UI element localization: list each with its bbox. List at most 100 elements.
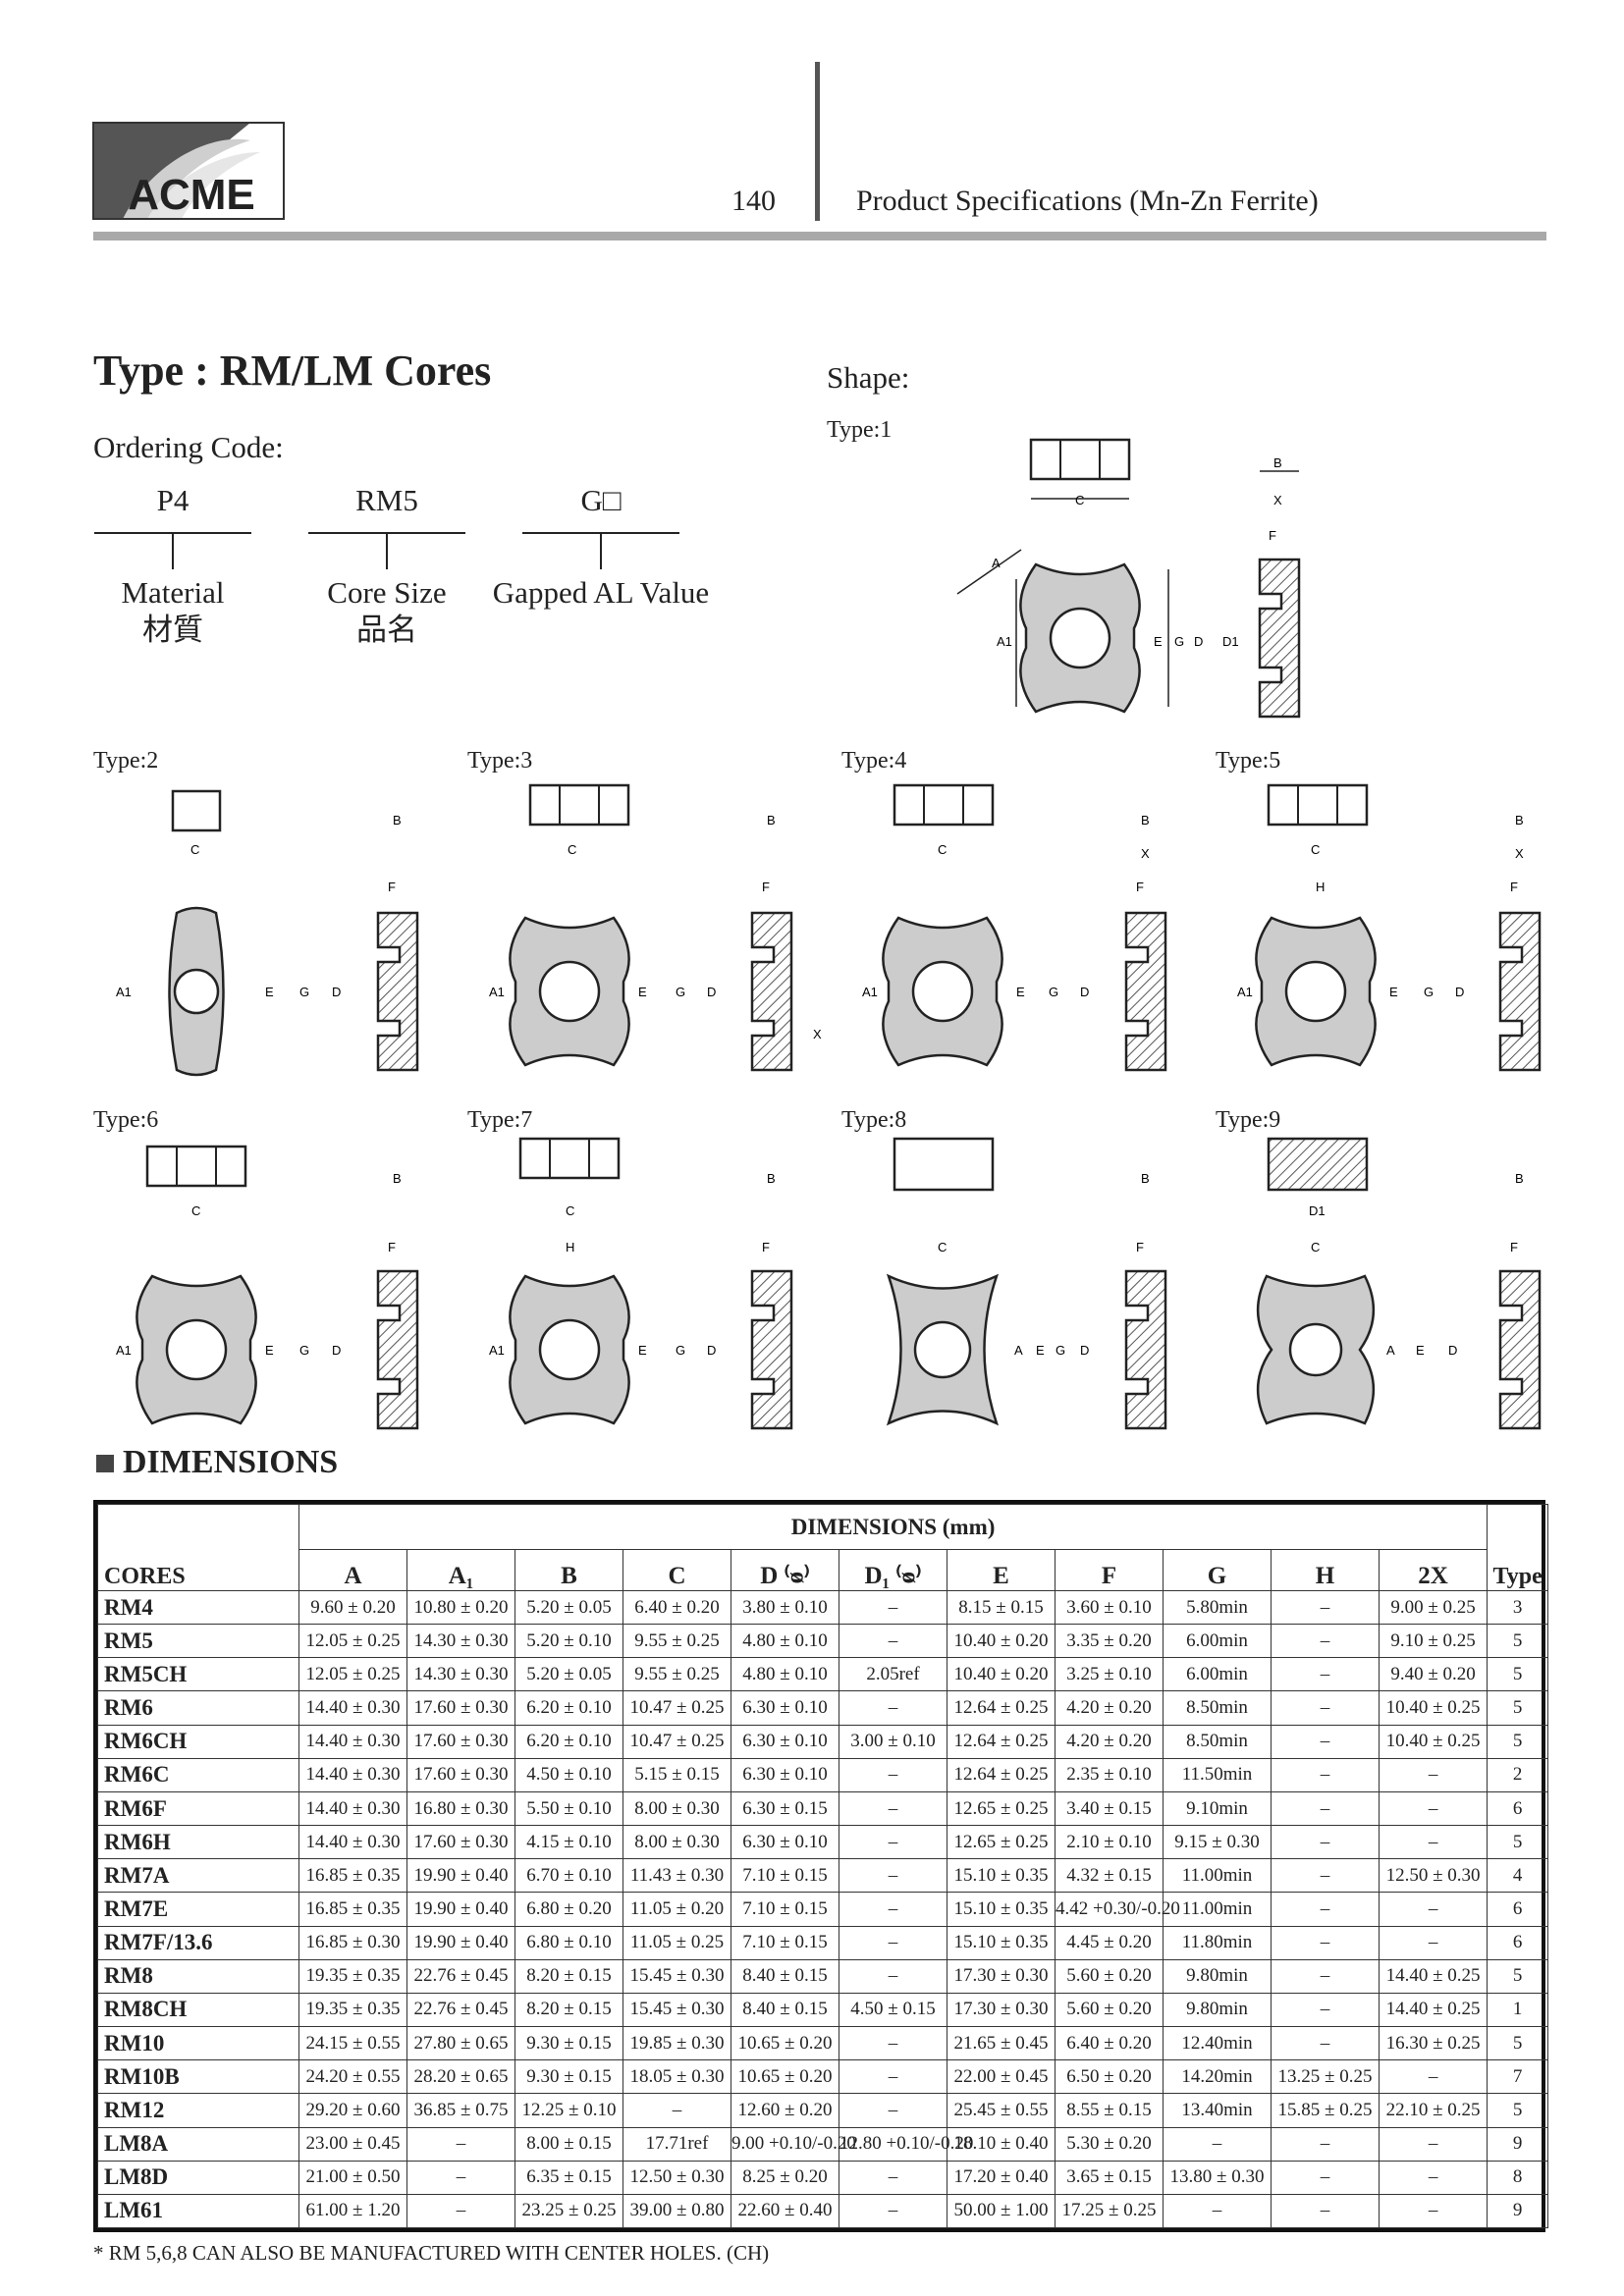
svg-text:F: F <box>1136 880 1144 894</box>
svg-text:A1: A1 <box>1237 985 1253 999</box>
dimension-cell: 10.65 ± 0.20 <box>731 2026 839 2061</box>
dimension-cell: 17.20 ± 0.40 <box>947 2160 1056 2195</box>
svg-text:C: C <box>191 1203 200 1218</box>
dimension-cell: 9.55 ± 0.25 <box>623 1657 731 1692</box>
column-header: G <box>1163 1549 1272 1591</box>
dimension-cell: 4.20 ± 0.20 <box>1055 1690 1164 1726</box>
cores-header: CORES <box>97 1504 299 1591</box>
dimension-cell: 23.25 ± 0.25 <box>514 2193 623 2229</box>
svg-text:B: B <box>1515 813 1524 828</box>
dimension-cell: 8.50min <box>1163 1724 1272 1759</box>
svg-text:A1: A1 <box>997 634 1012 649</box>
dimension-cell: 6.80 ± 0.20 <box>514 1892 623 1927</box>
core-name: RM7F/13.6 <box>97 1925 299 1960</box>
dimension-cell: 28.20 ± 0.65 <box>406 2059 515 2095</box>
dimension-cell: 9.60 ± 0.20 <box>298 1589 407 1626</box>
dimension-cell: 6.30 ± 0.10 <box>731 1724 839 1759</box>
dimension-cell: 9.55 ± 0.25 <box>623 1624 731 1659</box>
dimension-cell: 61.00 ± 1.20 <box>298 2193 407 2229</box>
core-name: RM6 <box>97 1690 299 1726</box>
dimension-cell: 15.10 ± 0.35 <box>947 1858 1056 1894</box>
dimension-cell: 17.60 ± 0.30 <box>406 1690 515 1726</box>
svg-text:X: X <box>1515 846 1524 861</box>
svg-text:D: D <box>332 985 341 999</box>
dimension-cell: 3.65 ± 0.15 <box>1055 2160 1164 2195</box>
svg-text:F: F <box>1136 1240 1144 1255</box>
ordering-code-core-size: RM5 <box>355 483 418 517</box>
dimension-cell: – <box>1271 1992 1380 2028</box>
dimension-cell: 8.40 ± 0.15 <box>731 1992 839 2028</box>
dimension-cell: 11.05 ± 0.20 <box>623 1892 731 1927</box>
dimension-cell: 8.00 ± 0.15 <box>514 2126 623 2162</box>
dimension-cell: 6.40 ± 0.20 <box>1055 2026 1164 2061</box>
dimension-cell: 3.25 ± 0.10 <box>1055 1657 1164 1692</box>
type-cell: 5 <box>1487 1825 1549 1860</box>
svg-text:A1: A1 <box>489 1343 505 1358</box>
svg-text:A: A <box>992 556 1001 570</box>
dimension-cell: 14.40 ± 0.30 <box>298 1724 407 1759</box>
dimension-cell: – <box>1271 1790 1380 1827</box>
svg-text:G: G <box>676 985 685 999</box>
dimension-cell: – <box>1378 2193 1489 2229</box>
dimension-cell: 8.40 ± 0.15 <box>731 1958 839 1994</box>
svg-text:E: E <box>638 985 647 999</box>
dimension-cell: 2.05ref <box>839 1657 947 1692</box>
dimension-cell: – <box>1271 2126 1380 2162</box>
type-label-6: Type:6 <box>93 1107 159 1133</box>
svg-text:E: E <box>1389 985 1398 999</box>
dimension-cell: 4.50 ± 0.15 <box>839 1992 947 2028</box>
dimension-cell: – <box>406 2126 515 2162</box>
svg-text:D: D <box>707 1343 716 1358</box>
svg-text:A1: A1 <box>116 985 132 999</box>
svg-text:B: B <box>1141 1171 1150 1186</box>
section-bullet <box>96 1455 114 1472</box>
svg-text:F: F <box>1510 1240 1518 1255</box>
dimension-cell: 9.30 ± 0.15 <box>514 2026 623 2061</box>
dimension-cell: 17.60 ± 0.30 <box>406 1825 515 1860</box>
svg-text:D1: D1 <box>1309 1203 1326 1218</box>
dimension-cell: 14.40 ± 0.25 <box>1378 1958 1489 1994</box>
ordering-line <box>308 532 465 534</box>
dimension-cell: 2.35 ± 0.10 <box>1055 1757 1164 1792</box>
type-cell: 6 <box>1487 1925 1549 1960</box>
svg-text:B: B <box>767 1171 776 1186</box>
column-header: C <box>623 1549 731 1591</box>
column-header: A₁ <box>406 1549 515 1591</box>
dimension-cell: 6.00min <box>1163 1657 1272 1692</box>
dimension-cell: 9.40 ± 0.20 <box>1378 1657 1489 1692</box>
type-cell: 5 <box>1487 2026 1549 2061</box>
dimension-cell: – <box>1271 1858 1380 1894</box>
dimension-cell: 9.00 ± 0.25 <box>1378 1589 1489 1626</box>
svg-text:X: X <box>1141 846 1150 861</box>
dimension-cell: 6.50 ± 0.20 <box>1055 2059 1164 2095</box>
core-name: RM4 <box>97 1589 299 1626</box>
svg-text:F: F <box>388 1240 396 1255</box>
ordering-line <box>94 532 251 534</box>
svg-text:G: G <box>299 1343 309 1358</box>
dimension-cell: 3.00 ± 0.10 <box>839 1724 947 1759</box>
dimension-cell: – <box>1378 1790 1489 1827</box>
dimension-cell: 12.25 ± 0.10 <box>514 2093 623 2128</box>
dimension-cell: – <box>839 1825 947 1860</box>
dimension-cell: 12.65 ± 0.25 <box>947 1825 1056 1860</box>
svg-text:D: D <box>1080 985 1089 999</box>
svg-text:F: F <box>762 1240 770 1255</box>
dimension-cell: – <box>406 2193 515 2229</box>
svg-text:F: F <box>1510 880 1518 894</box>
svg-text:X: X <box>813 1027 822 1041</box>
svg-text:A1: A1 <box>116 1343 132 1358</box>
ordering-code-material: P4 <box>156 483 189 517</box>
svg-text:F: F <box>762 880 770 894</box>
svg-text:B: B <box>1273 455 1282 470</box>
svg-text:H: H <box>566 1240 574 1255</box>
ordering-tick <box>172 534 174 569</box>
